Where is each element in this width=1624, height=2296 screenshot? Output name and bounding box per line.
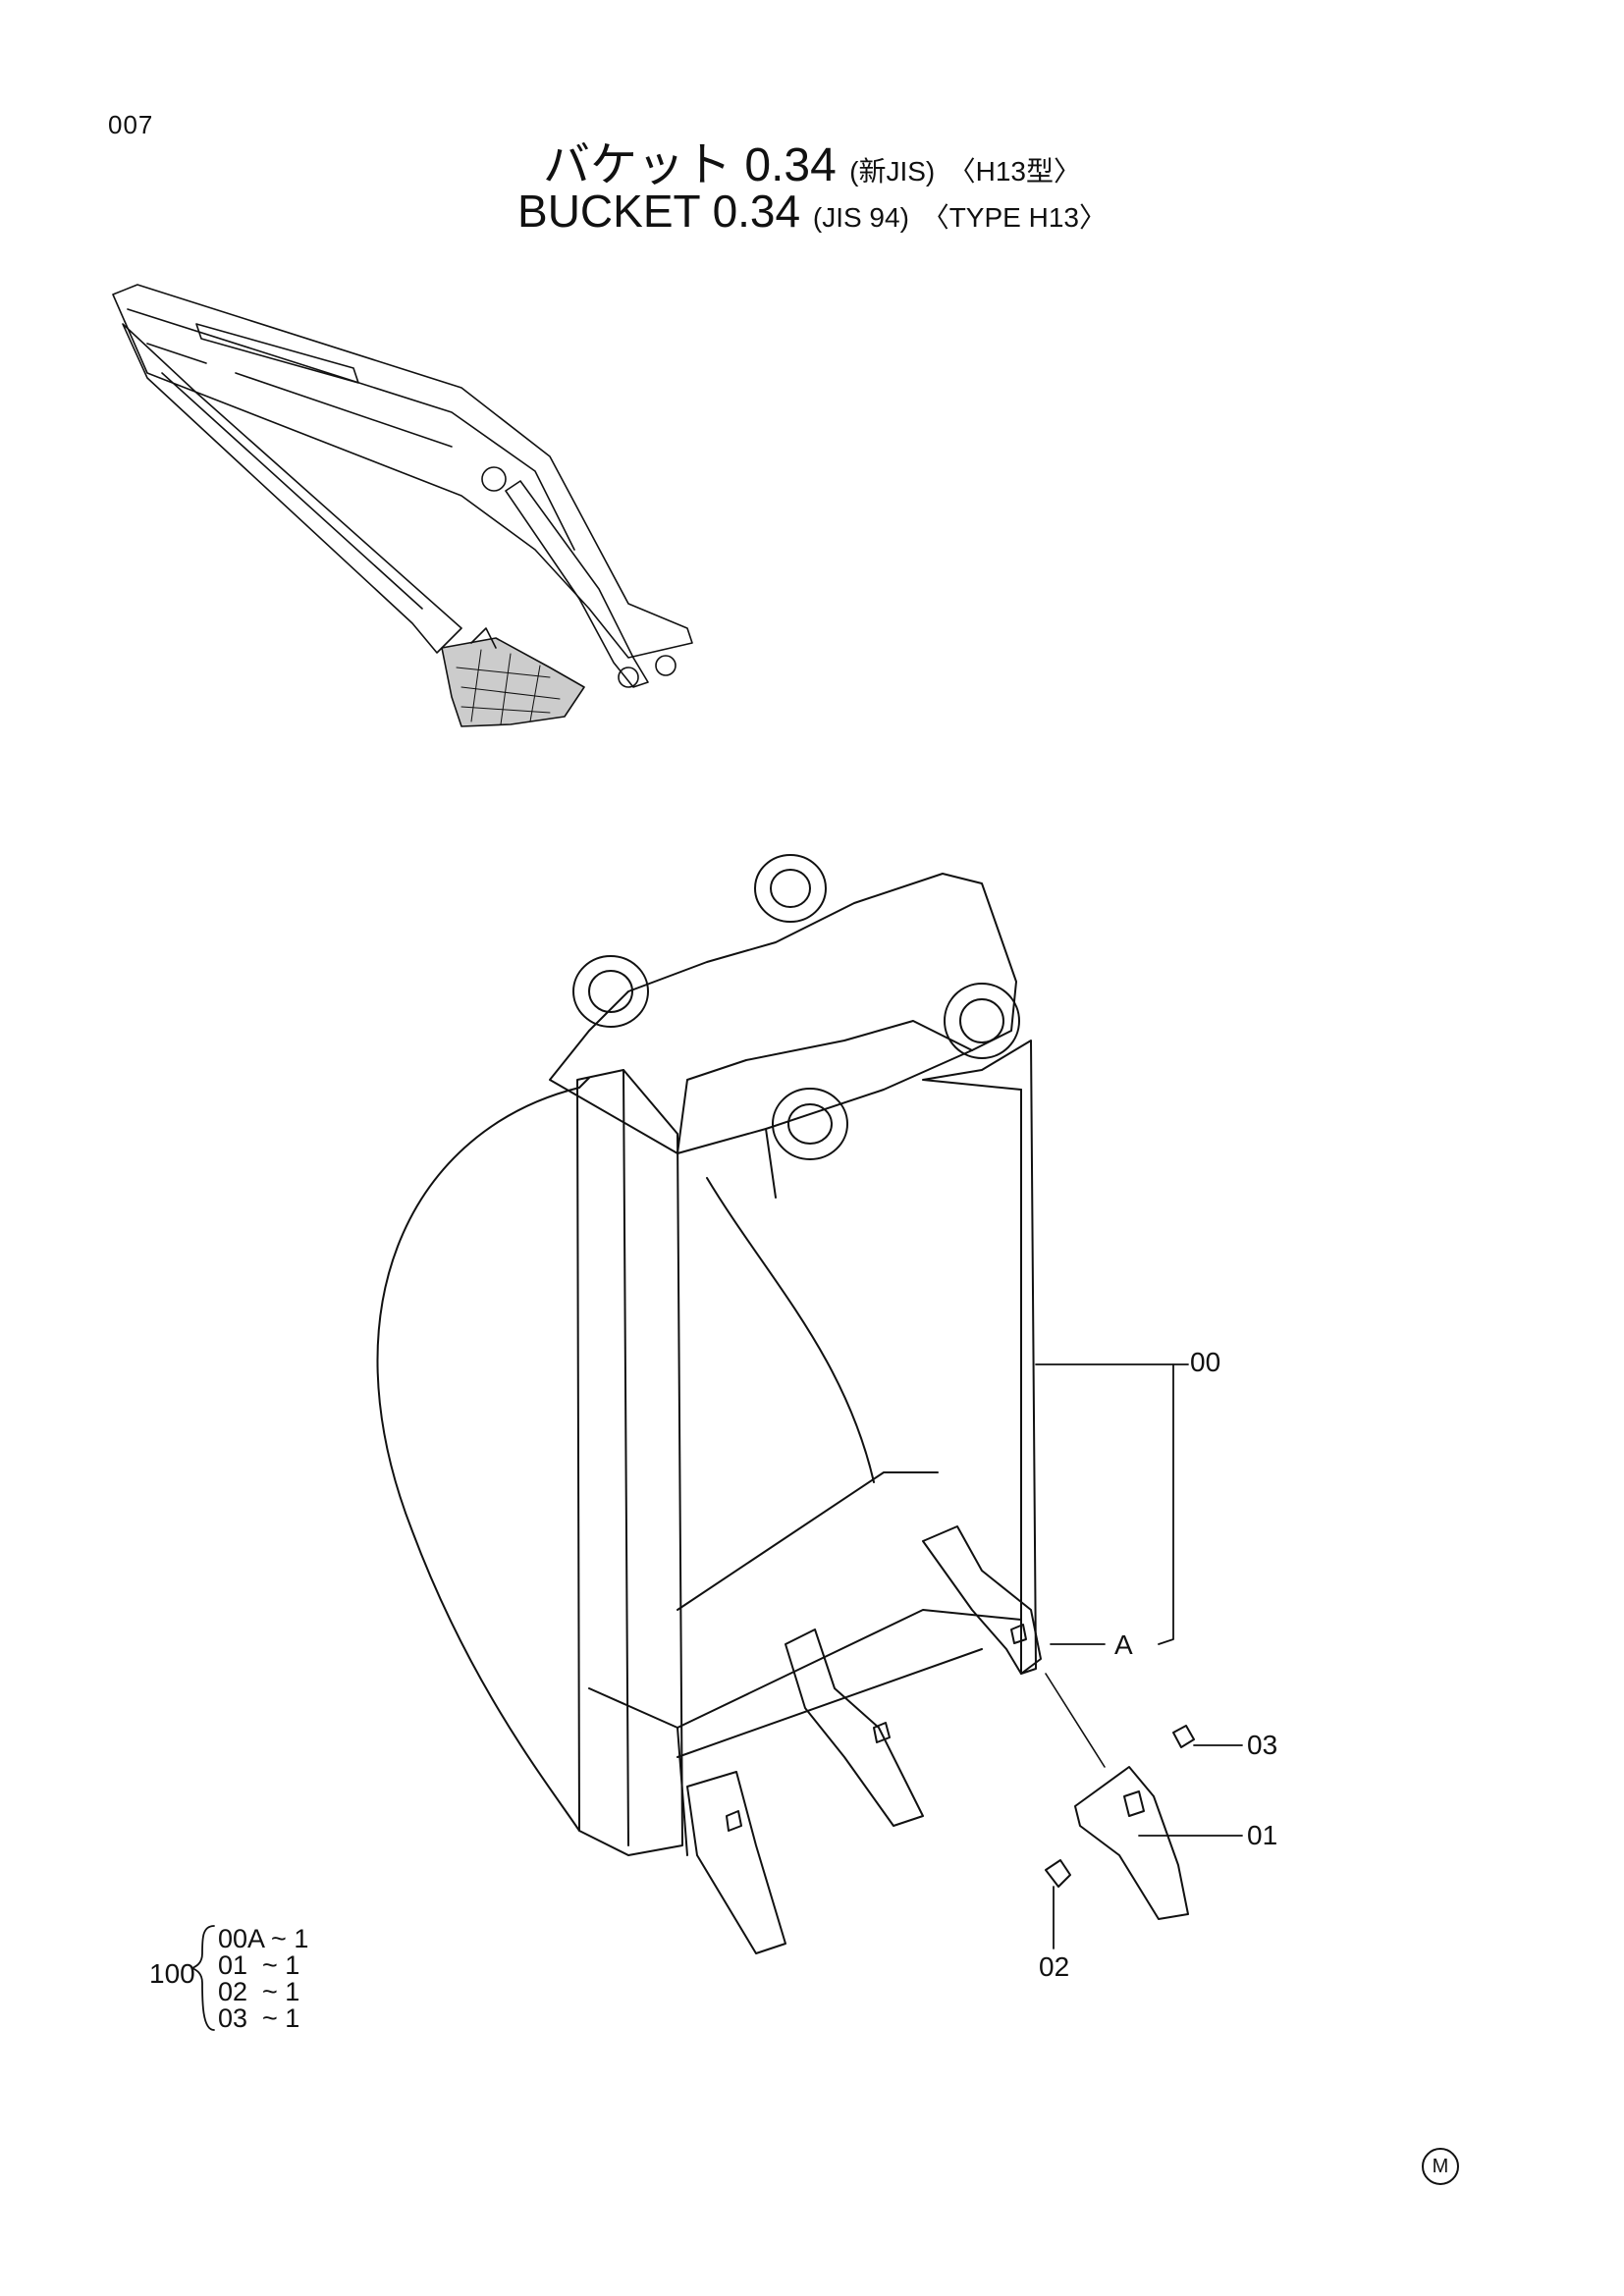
bracket-edge [677,1020,973,1154]
title-english: BUCKET 0.34 (JIS 94) 〈TYPE H13〉 [0,185,1624,238]
bucket-lip-top [677,1609,1022,1729]
excavator-arm-thumbnail [112,284,693,727]
cylinder-pin [481,466,507,492]
boss-3-bore [959,998,1004,1043]
explode-line [1045,1673,1106,1768]
part-02-pin [1045,1859,1071,1888]
bucket-floor-back [677,1471,939,1611]
kit-contents: 00A ~ 1 01 ~ 1 02 ~ 1 03 ~ 1 [218,1926,308,2032]
boss-4 [772,1088,848,1160]
retainer [1172,1725,1195,1748]
circled-m-mark: M [1422,2148,1459,2185]
boss-2-bore [770,869,811,908]
title-en-main: BUCKET 0.34 [517,186,801,237]
exploded-tooth-01 [1074,1766,1189,1920]
boss-2 [754,854,827,923]
title-en-spec: (JIS 94) [812,202,909,233]
left-side-plate [576,1069,683,1856]
bucket-main-view [376,854,1195,1954]
tooth-point-hole [1123,1790,1145,1817]
arm-edge [161,372,423,610]
bucket-lip-edge [677,1648,983,1758]
callout-03: 03 [1247,1730,1278,1760]
tooth-right-pin [1010,1624,1027,1644]
title-jp-spec: (新JIS) [849,156,936,187]
tooth-center [785,1629,924,1827]
boom-outline [112,284,693,659]
boss-3 [944,983,1020,1059]
callout-A: A [1114,1629,1133,1660]
tooth-left-pin [726,1810,742,1832]
boss-1-bore [588,970,633,1013]
callout-02: 02 [1039,1951,1070,1982]
boom-cylinder [195,323,359,384]
title-jp-main: バケット 0.34 [543,139,837,191]
boss-1 [572,955,649,1028]
left-plate-inner [623,1069,629,1846]
left-lip [588,1687,688,1856]
kit-row: 03 ~ 1 [218,2003,300,2033]
lock-pin [1045,1859,1071,1888]
boom-detail [146,343,453,448]
tooth-right [922,1525,1042,1675]
kit-row: 01 ~ 1 [218,1950,300,1980]
bucket-hatching [456,649,561,725]
right-side-plate [922,1040,1037,1675]
tooth-center-pin [873,1722,891,1743]
boom-edge [127,308,575,551]
inner-curve [706,1177,875,1483]
boss-4-bore [787,1103,833,1145]
page-number: 007 [108,110,154,139]
shell-top-edge [578,1077,590,1089]
bucket-link [470,627,497,649]
highlighted-bucket [441,637,585,727]
bucket-teeth [686,1525,1042,1954]
part-03-retainer [1172,1725,1195,1748]
tooth-point [1074,1766,1189,1920]
pin-bosses [572,854,1020,1160]
kit-row: 00A ~ 1 [218,1924,309,1953]
callout-01: 01 [1247,1820,1278,1850]
kit-row: 02 ~ 1 [218,1977,300,2006]
kit-label: 100 [149,1958,195,1989]
bucket-shell-back [376,1087,580,1832]
mounting-bracket [549,873,1017,1154]
title-japanese: バケット 0.34 (新JIS) 〈H13型〉 [0,126,1624,194]
arm-cylinder [505,480,649,688]
bracket-rib [765,1128,777,1199]
title-jp-type: 〈H13型〉 [947,156,1081,187]
arm-outline [122,323,462,654]
tooth-left [686,1771,786,1954]
cylinder-end-1 [618,667,639,688]
title-en-type: 〈TYPE H13〉 [921,202,1107,233]
leader-lines [191,1363,1243,2031]
callout-00: 00 [1190,1347,1221,1377]
kit-brace [191,1925,215,2031]
leader-00-bracket [1035,1363,1174,1645]
cylinder-end-2 [655,655,677,676]
